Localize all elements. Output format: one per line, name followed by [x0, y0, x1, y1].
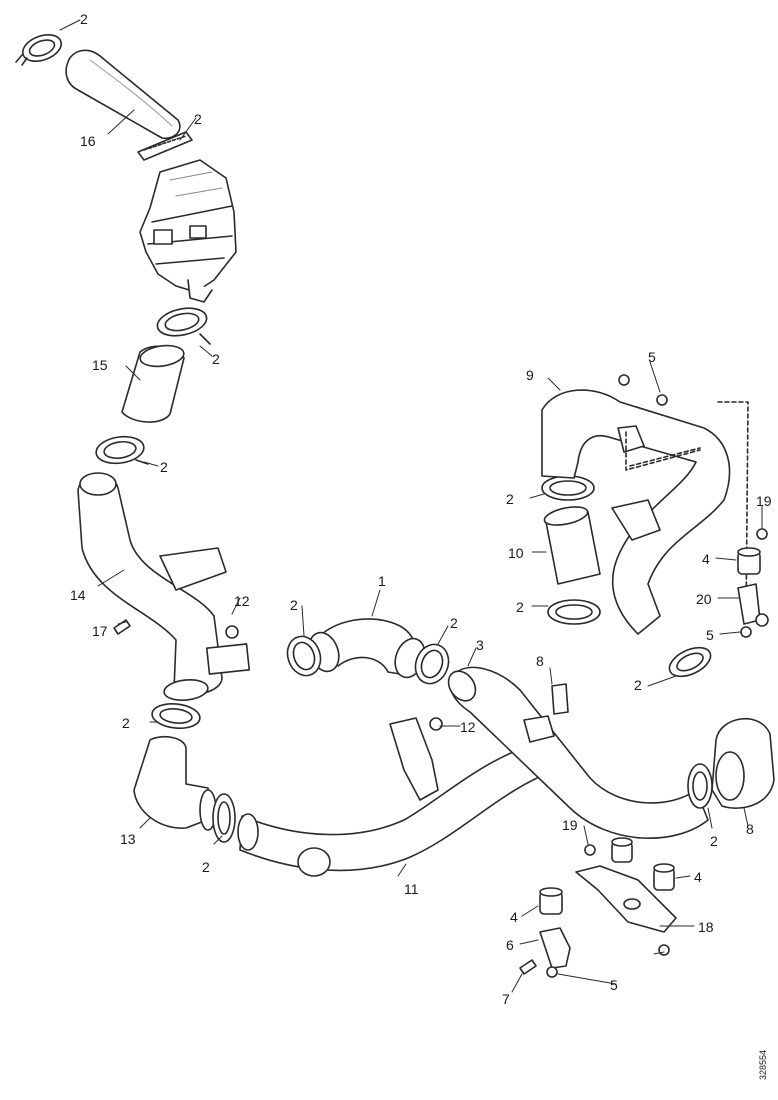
label-2-f: 2 [202, 859, 210, 875]
nut-5-lower-right [658, 944, 670, 956]
bolt-17 [113, 619, 131, 635]
leader-lines [59, 19, 763, 993]
clamp-housing-lower [156, 307, 211, 345]
nut-5-top [618, 374, 630, 386]
label-8-b: 8 [746, 821, 754, 837]
bracket-18 [575, 865, 677, 933]
sensor-8 [551, 683, 569, 715]
label-4-c: 4 [510, 909, 518, 925]
rubber-mount-4-center [653, 863, 675, 891]
clamp-1-right [414, 643, 450, 685]
label-3: 3 [476, 637, 484, 653]
rubber-mount-extra [611, 837, 633, 863]
label-12-b: 12 [460, 719, 476, 735]
label-11: 11 [404, 881, 419, 897]
label-6: 6 [506, 937, 514, 953]
label-20: 20 [696, 591, 712, 607]
clamp-10-upper [541, 475, 595, 501]
nut-12-left [225, 625, 239, 639]
hose-8 [711, 718, 775, 809]
label-2-h: 2 [450, 615, 458, 631]
label-16: 16 [80, 133, 96, 149]
hose-10 [543, 506, 601, 585]
label-12-a: 12 [234, 593, 250, 609]
bolt-19-right [756, 528, 768, 540]
gasket-ring [137, 131, 193, 161]
label-9: 9 [526, 367, 534, 383]
label-2-i: 2 [506, 491, 514, 507]
label-10: 10 [508, 545, 524, 561]
clamp-9-lower [668, 646, 712, 678]
label-19-b: 19 [562, 817, 578, 833]
bracket-20 [737, 583, 769, 627]
clamp-14-lower [151, 703, 201, 729]
nut-5-right [740, 626, 752, 638]
clamp-top-left [15, 34, 63, 66]
hose-14 [77, 472, 251, 702]
label-19-a: 19 [756, 493, 772, 509]
label-2-c: 2 [212, 351, 220, 367]
hose-16 [65, 49, 181, 140]
label-2-k: 2 [634, 677, 642, 693]
nut-12-center [429, 717, 443, 731]
clamp-13-11 [212, 793, 236, 843]
bolt-19-center [584, 844, 596, 856]
hose-1 [308, 618, 426, 679]
rubber-mount-4-right [737, 547, 761, 575]
label-2-e: 2 [122, 715, 130, 731]
throttle-housing [139, 159, 237, 303]
label-5-b: 5 [706, 627, 714, 643]
hose-13 [133, 735, 217, 831]
bracket-6 [539, 927, 571, 969]
clamp-10-lower [547, 599, 601, 625]
clamp-8 [687, 763, 713, 809]
nut-5-lower [546, 966, 558, 978]
label-5-c: 5 [610, 977, 618, 993]
label-4-a: 4 [702, 551, 710, 567]
label-2-a: 2 [80, 11, 88, 27]
hose-11 [237, 717, 557, 877]
label-14: 14 [70, 587, 86, 603]
label-4-b: 4 [694, 869, 702, 885]
label-7: 7 [502, 991, 510, 1007]
drawing-code: 328554 [758, 1050, 768, 1080]
label-2-d: 2 [160, 459, 168, 475]
label-5-a: 5 [648, 349, 656, 365]
label-13: 13 [120, 831, 136, 847]
clamp-15-lower [95, 435, 149, 465]
rubber-mount-4-lower [539, 887, 563, 915]
label-2-b: 2 [194, 111, 202, 127]
bolt-7 [519, 959, 537, 975]
label-2-j: 2 [516, 599, 524, 615]
label-2-g: 2 [290, 597, 298, 613]
label-15: 15 [92, 357, 108, 373]
nut-5-top-right [656, 394, 668, 406]
clamp-1-left [286, 635, 322, 677]
label-17: 17 [92, 623, 108, 639]
label-18: 18 [698, 919, 714, 935]
label-1: 1 [378, 573, 386, 589]
label-2-l: 2 [710, 833, 718, 849]
label-8-a: 8 [536, 653, 544, 669]
hose-15 [121, 344, 185, 423]
